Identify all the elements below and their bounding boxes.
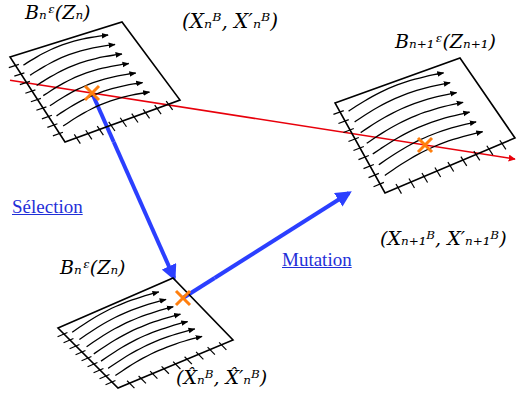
flow-line bbox=[79, 299, 166, 339]
edge-tick bbox=[338, 120, 348, 124]
flow-line bbox=[63, 92, 149, 126]
flow-line bbox=[373, 112, 470, 154]
flow-line bbox=[72, 292, 159, 332]
trajectory-arrow bbox=[10, 80, 515, 159]
plane-region: Bₙ₊₁ᵋ(Zₙ₊₁)(Xₙ₊₁ᴮ, X′ₙ₊₁ᴮ) bbox=[335, 58, 515, 193]
plane-region: Bₙᵋ(Zₙ)(X̂ₙᴮ, X̂′ₙᴮ) bbox=[58, 278, 233, 388]
flow-line bbox=[87, 307, 174, 347]
flow-line bbox=[355, 83, 450, 122]
flow-line bbox=[94, 314, 181, 354]
flow-line bbox=[108, 329, 195, 368]
flow-line bbox=[367, 102, 463, 143]
flow-line bbox=[37, 54, 122, 85]
flow-line bbox=[43, 64, 129, 96]
math-label: (X̂ₙᴮ, X̂′ₙᴮ) bbox=[176, 367, 267, 389]
plane-outline bbox=[335, 58, 515, 193]
math-label: Bₙᵋ(Zₙ) bbox=[60, 257, 126, 279]
point-marker bbox=[418, 138, 432, 152]
step-label: Sélection bbox=[12, 196, 83, 218]
flow-line bbox=[349, 73, 444, 111]
edge-tick bbox=[333, 111, 343, 115]
flow-line bbox=[101, 322, 188, 362]
math-label: (Xₙᴮ, X′ₙᴮ) bbox=[182, 10, 278, 33]
flow-line bbox=[385, 132, 483, 176]
flow-line bbox=[50, 73, 136, 106]
math-label: (Xₙ₊₁ᴮ, X′ₙ₊₁ᴮ) bbox=[380, 228, 507, 250]
math-label: Bₙᵋ(Zₙ) bbox=[25, 2, 91, 24]
plane-outline bbox=[10, 22, 180, 142]
plane-figure bbox=[335, 58, 515, 193]
plane-region: Bₙᵋ(Zₙ)(Xₙᴮ, X′ₙᴮ) bbox=[10, 22, 180, 142]
step-label: Mutation bbox=[282, 249, 352, 271]
flow-line bbox=[57, 83, 143, 116]
plane-figure bbox=[10, 22, 180, 142]
point-marker bbox=[176, 291, 190, 305]
flow-line bbox=[361, 93, 457, 133]
math-label: Bₙ₊₁ᵋ(Zₙ₊₁) bbox=[395, 31, 496, 53]
flow-line bbox=[30, 45, 115, 76]
point-marker bbox=[85, 86, 99, 100]
